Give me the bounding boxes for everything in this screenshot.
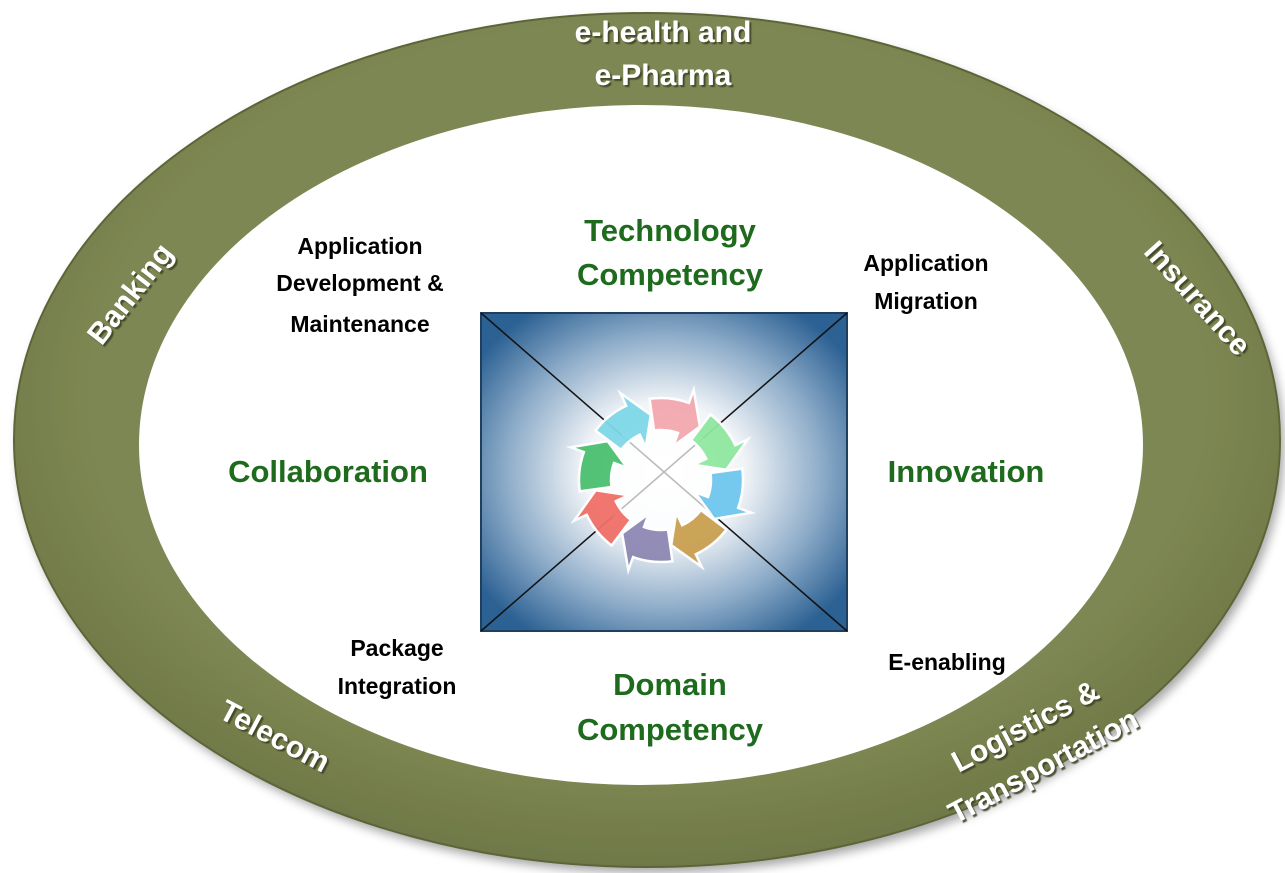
svg-text:Competency: Competency: [577, 712, 764, 747]
ring-label-ehealth: e-health and e-Pharma: [575, 16, 752, 92]
competency-technology: Technology Competency: [577, 213, 764, 292]
ring-label-ehealth-line1: e-health and: [575, 16, 752, 49]
competency-collaboration: Collaboration: [228, 454, 428, 489]
service-app-dev-maintenance: Application Development & Maintenance: [276, 233, 443, 337]
cycle-arrows-icon: [565, 384, 757, 576]
svg-text:Application: Application: [297, 233, 422, 259]
cycle-arrow-segment: [593, 389, 653, 452]
svg-text:Technology: Technology: [584, 213, 756, 248]
svg-text:Maintenance: Maintenance: [290, 311, 429, 337]
svg-text:Migration: Migration: [874, 288, 978, 314]
svg-text:Application: Application: [863, 250, 988, 276]
service-e-enabling: E-enabling: [888, 649, 1006, 675]
competency-domain: Domain Competency: [577, 667, 764, 747]
svg-text:Package: Package: [350, 635, 443, 661]
svg-text:Development &: Development &: [276, 270, 443, 296]
service-app-migration: Application Migration: [863, 250, 988, 314]
ring-label-ehealth-line2: e-Pharma: [595, 59, 732, 92]
competency-innovation: Innovation: [888, 454, 1045, 489]
svg-text:Domain: Domain: [613, 667, 727, 702]
svg-text:Competency: Competency: [577, 257, 764, 292]
svg-text:Integration: Integration: [338, 673, 457, 699]
service-package-integration: Package Integration: [338, 635, 457, 699]
